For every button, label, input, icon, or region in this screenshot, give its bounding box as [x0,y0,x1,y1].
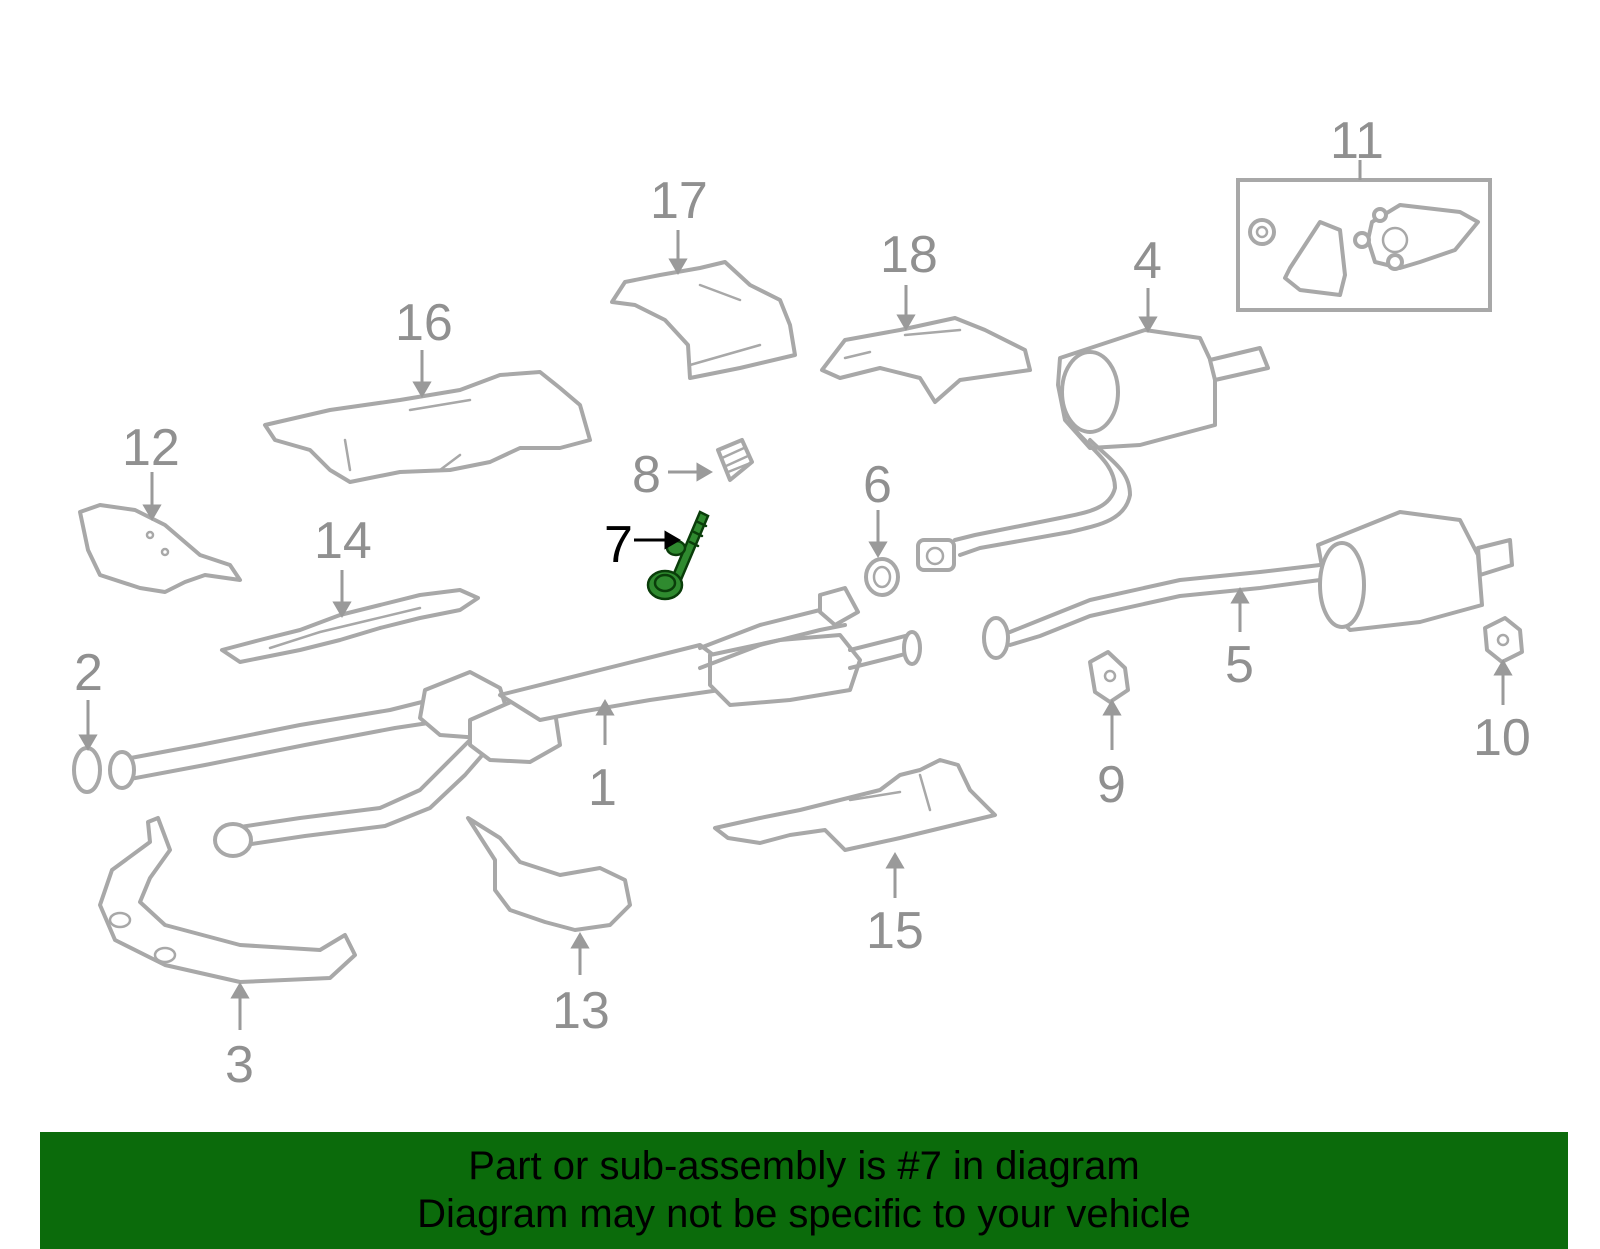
callout-6[interactable]: 6 [863,456,892,514]
callout-3[interactable]: 3 [225,1036,254,1094]
part-15-heat-shield [713,758,997,852]
callout-7[interactable]: 7 [604,516,633,574]
banner-line-disclaimer: Diagram may not be specific to your vehi… [417,1192,1191,1236]
part-6-gasket [864,557,900,597]
callout-5[interactable]: 5 [1225,636,1254,694]
part-2-gasket [72,746,102,794]
callout-4[interactable]: 4 [1133,232,1162,290]
callout-10[interactable]: 10 [1473,709,1531,767]
part-4-muffler [916,328,1270,572]
part-12-heat-shield [78,503,242,594]
banner-line-part: Part or sub-assembly is #7 in diagram [468,1144,1140,1188]
part-8-spring [716,438,754,482]
part-7-bolt[interactable] [646,510,710,601]
part-13-heat-shield [466,816,632,932]
part-10-hanger [1483,616,1524,664]
callout-13[interactable]: 13 [552,982,610,1040]
callout-8[interactable]: 8 [632,446,661,504]
part-5-muffler-assembly [982,510,1514,660]
callout-16[interactable]: 16 [395,294,453,352]
callout-17[interactable]: 17 [650,172,708,230]
callout-15[interactable]: 15 [866,902,924,960]
callout-leaders [78,160,1513,1030]
part-3-bracket [98,816,357,984]
callout-2[interactable]: 2 [74,644,103,702]
callout-12[interactable]: 12 [122,419,180,477]
part-11-mount-kit [1236,178,1492,312]
part-18-heat-shield [820,316,1032,404]
part-9-hanger [1088,650,1130,704]
callout-numbers: 1 2 3 4 5 6 7 8 9 10 11 12 13 14 15 16 1… [74,112,1531,1094]
callout-9[interactable]: 9 [1097,756,1126,814]
callout-14[interactable]: 14 [314,512,372,570]
callout-1[interactable]: 1 [588,759,617,817]
callout-11[interactable]: 11 [1330,112,1384,170]
callout-18[interactable]: 18 [880,226,938,284]
info-banner: Part or sub-assembly is #7 in diagram Di… [40,1132,1568,1249]
part-1-front-pipe [108,586,922,858]
